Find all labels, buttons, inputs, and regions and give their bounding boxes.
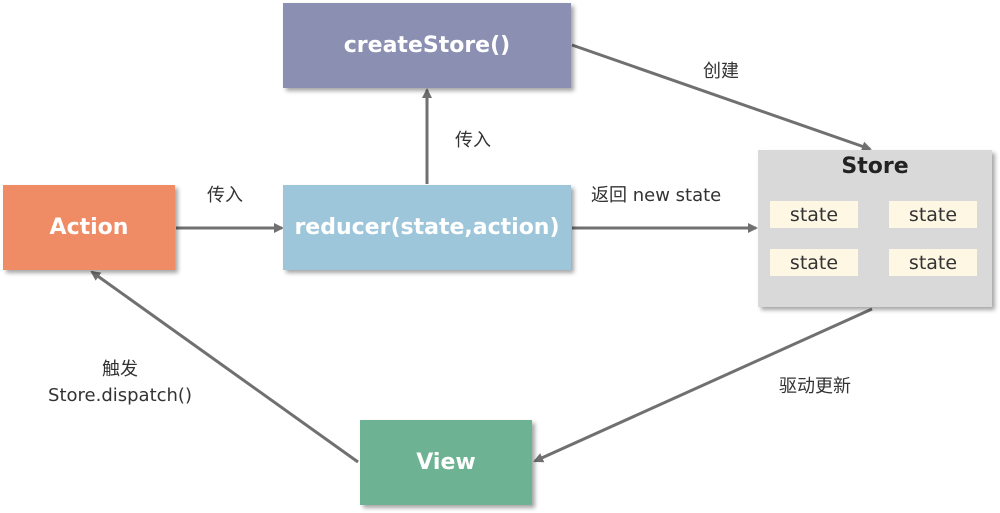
state-cell: state [770,201,858,228]
arrow-create-to-store [571,43,872,152]
state-cell: state [889,201,977,228]
state-cell: state [889,249,977,276]
edge-label-drive-update: 驱动更新 [779,376,851,397]
view-node: View [360,420,532,505]
create-store-label: createStore() [343,33,511,58]
view-label: View [416,450,476,475]
reducer-node: reducer(state,action) [283,185,571,270]
create-store-node: createStore() [283,3,571,88]
action-label: Action [49,215,129,240]
store-title: Store [841,154,909,179]
reducer-label: reducer(state,action) [294,215,560,240]
state-cell: state [770,249,858,276]
edge-label-trigger: 触发 Store.dispatch() [20,357,220,409]
edge-label-create: 创建 [703,61,739,82]
edge-label-pass-left: 传入 [207,185,243,206]
trigger-text: 触发 [102,359,138,380]
edge-label-pass-up: 传入 [455,130,491,151]
store-node: Store state state state state [758,150,992,307]
action-node: Action [3,185,175,270]
arrow-store-to-view [533,307,873,463]
edge-label-return-state: 返回 new state [591,185,722,206]
arrow-view-to-action [90,270,359,464]
dispatch-text: Store.dispatch() [48,385,192,406]
